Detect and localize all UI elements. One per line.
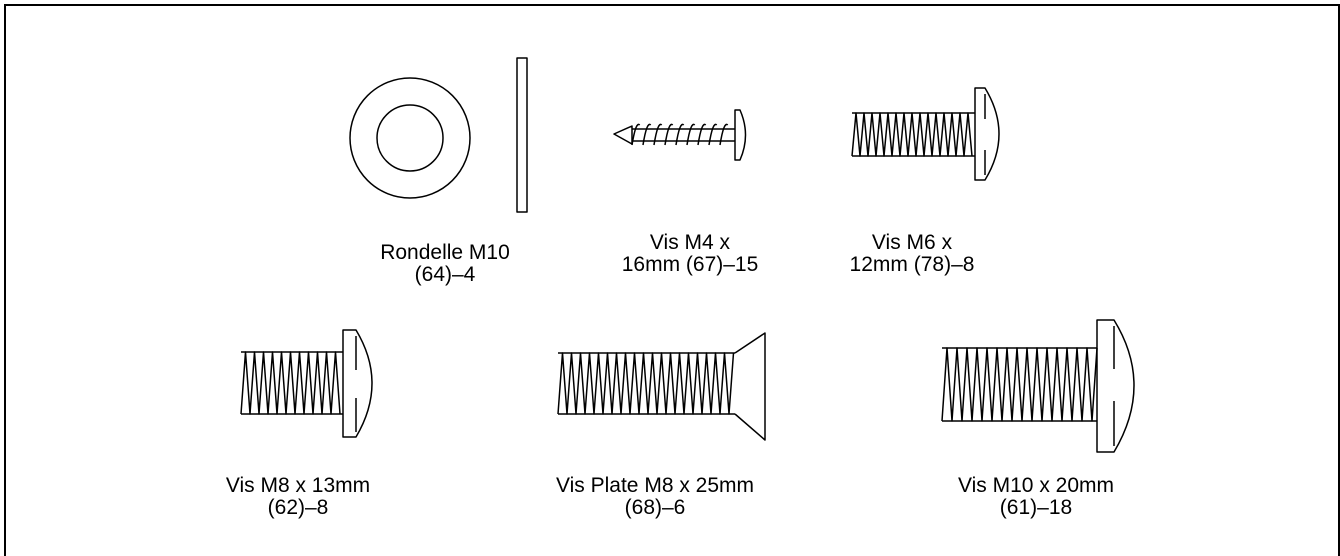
screw-m6x12-illustration	[851, 87, 1000, 181]
screw-m8x13-illustration	[240, 329, 373, 438]
label-screw-m4x16: Vis M4 x 16mm (67)–15	[622, 232, 759, 276]
label-screw-m8x13-line2: (62)–8	[267, 496, 329, 519]
screw-m6-head	[974, 87, 1000, 181]
screw-m4-thread	[631, 123, 729, 146]
label-screw-m6x12: Vis M6 x 12mm (78)–8	[850, 232, 975, 276]
washer-m10-illustration	[349, 57, 528, 213]
parts-frame	[4, 4, 1340, 556]
screw-m6-thread	[851, 112, 973, 157]
screw-m10-shank	[942, 347, 1097, 422]
screw-m8-shank	[241, 351, 343, 415]
washer-outer-ring	[349, 77, 471, 199]
label-flat-screw-m8x25-line1: Vis Plate M8 x 25mm	[555, 474, 755, 497]
label-screw-m8x13: Vis M8 x 13mm (62)–8	[226, 475, 370, 519]
label-flat-screw-m8x25: Vis Plate M8 x 25mm (68)–6	[556, 475, 754, 519]
label-flat-screw-m8x25-line2: (68)–6	[624, 496, 686, 519]
label-washer-m10: Rondelle M10 (64)–4	[380, 242, 510, 286]
flat-screw-m8x25-illustration	[557, 332, 766, 441]
label-screw-m8x13-line1: Vis M8 x 13mm	[225, 474, 371, 497]
label-screw-m10x20-line1: Vis M10 x 20mm	[958, 474, 1114, 497]
flat-screw-thread	[557, 352, 735, 415]
label-washer-m10-line2: (64)–4	[414, 263, 476, 286]
label-screw-m4x16-line1: Vis M4 x	[649, 231, 731, 254]
screw-m4x16-illustration	[613, 109, 747, 161]
label-screw-m6x12-line1: Vis M6 x	[871, 231, 953, 254]
label-screw-m6x12-line2: 12mm (78)–8	[849, 253, 975, 276]
screw-m10x20-illustration	[941, 319, 1135, 453]
screw-m4-head	[734, 109, 747, 161]
label-screw-m4x16-line2: 16mm (67)–15	[621, 253, 759, 276]
flat-screw-shank	[558, 352, 735, 415]
screw-m4-tip	[613, 125, 633, 145]
washer-inner-hole	[376, 104, 444, 172]
label-screw-m10x20-line2: (61)–18	[999, 496, 1073, 519]
label-washer-m10-line1: Rondelle M10	[380, 241, 510, 264]
screw-m10-head	[1096, 319, 1135, 453]
flat-screw-head	[734, 332, 766, 441]
label-screw-m10x20: Vis M10 x 20mm (61)–18	[958, 475, 1114, 519]
washer-side-view	[516, 57, 528, 213]
screw-m4-shank	[632, 128, 735, 142]
screw-m10-thread	[941, 347, 1098, 422]
screw-m8-head	[342, 329, 373, 438]
screw-m8-thread	[240, 351, 341, 415]
